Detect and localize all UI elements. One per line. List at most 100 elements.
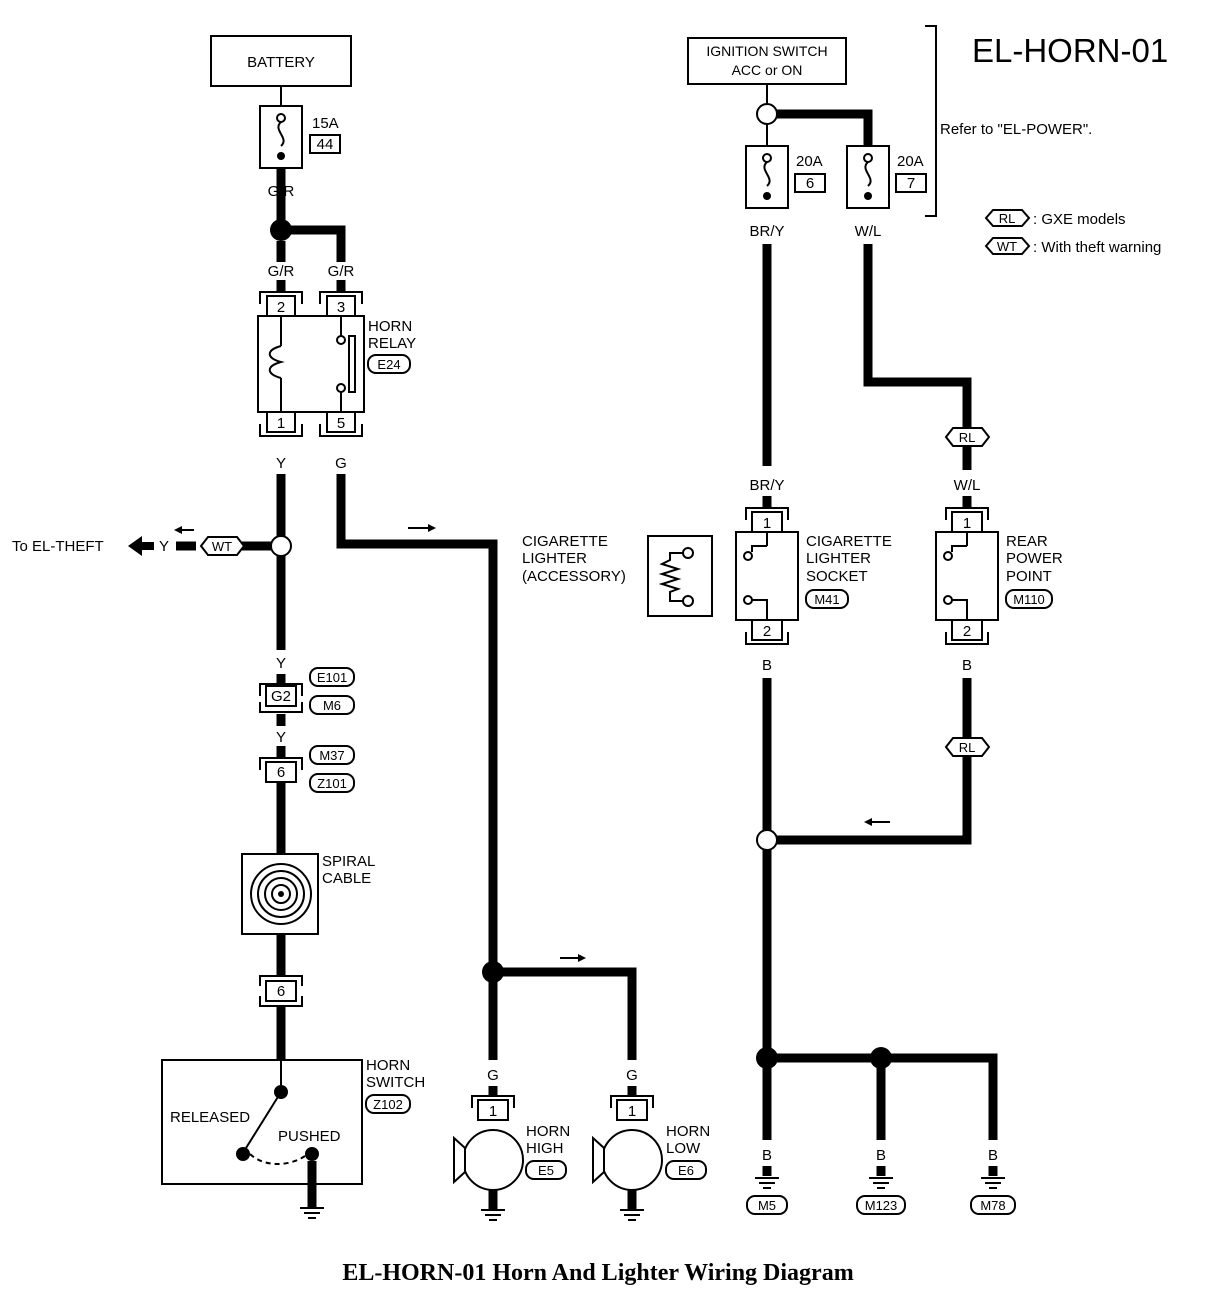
- wire-g-high: G: [487, 1067, 499, 1084]
- rear-label-2: POWER: [1006, 550, 1063, 567]
- rl-tag-1: RL: [959, 430, 976, 445]
- horn-high: [453, 1095, 524, 1221]
- pushed-label: PUSHED: [278, 1128, 341, 1145]
- wire-y-2: Y: [276, 655, 286, 672]
- cig-acc-label-2: LIGHTER: [522, 550, 587, 567]
- wt-tag: WT: [212, 539, 232, 554]
- spiral-cable: [241, 853, 319, 935]
- connector-e5: E5: [538, 1163, 554, 1178]
- wire-bry-2: BR/Y: [749, 477, 784, 494]
- relay-pin-5: 5: [337, 415, 345, 432]
- horn-high-pin: 1: [489, 1103, 497, 1120]
- wire-g-1: G: [335, 455, 347, 472]
- wire-g-low: G: [626, 1067, 638, 1084]
- power-bracket: [925, 25, 937, 217]
- wire-bry-1: BR/Y: [749, 223, 784, 240]
- cig-acc-label-1: CIGARETTE: [522, 533, 608, 550]
- spiral-cable-label-1: SPIRAL: [322, 853, 375, 870]
- fuse-44-amp: 15A: [312, 115, 339, 132]
- pin-6-a: 6: [277, 764, 285, 781]
- fuse-44-num: 44: [317, 136, 334, 153]
- fuse-6: [745, 145, 789, 209]
- rear-power-point: [935, 507, 999, 645]
- ground-m78: M78: [980, 1198, 1005, 1213]
- fuse-7: [846, 145, 890, 209]
- wire-y-3: Y: [276, 729, 286, 746]
- diagram-title: EL-HORN-01: [972, 32, 1168, 69]
- cig-socket-label-3: SOCKET: [806, 568, 868, 585]
- connector-z102: Z102: [373, 1097, 403, 1112]
- horn-relay: [257, 291, 365, 437]
- battery-box: [210, 35, 352, 87]
- wire-b-2: B: [962, 657, 972, 674]
- wire-b-m123: B: [876, 1147, 886, 1164]
- wire-y-1: Y: [276, 455, 286, 472]
- connector-e101: E101: [317, 670, 347, 685]
- ground-m123: M123: [865, 1198, 898, 1213]
- horn-relay-label-2: RELAY: [368, 335, 416, 352]
- connector-m6: M6: [323, 698, 341, 713]
- ignition-label-1: IGNITION SWITCH: [706, 43, 827, 59]
- rl-tag-2: RL: [959, 740, 976, 755]
- wire-b-m5: B: [762, 1147, 772, 1164]
- wire-b-m78: B: [988, 1147, 998, 1164]
- svg-text:: With theft warning: : With theft warning: [1033, 239, 1161, 256]
- horn-low: [592, 1095, 663, 1221]
- fuse-6-num: 6: [806, 175, 814, 192]
- horn-relay-label-1: HORN: [368, 318, 412, 335]
- diagram-caption: EL-HORN-01 Horn And Lighter Wiring Diagr…: [342, 1260, 853, 1286]
- relay-pin-3: 3: [337, 299, 345, 316]
- wire-wl-1: W/L: [855, 223, 882, 240]
- cig-socket-label-1: CIGARETTE: [806, 533, 892, 550]
- connector-m110: M110: [1013, 592, 1045, 607]
- horn-low-label-1: HORN: [666, 1123, 710, 1140]
- svg-text:: GXE models: : GXE models: [1033, 211, 1126, 228]
- connector-m37: M37: [319, 748, 344, 763]
- socket-pin-2: 2: [763, 623, 771, 640]
- refer-note: Refer to "EL-POWER".: [940, 121, 1092, 138]
- fuse-7-amp: 20A: [897, 153, 924, 170]
- cig-acc-label-3: (ACCESSORY): [522, 568, 626, 585]
- horn-high-label-2: HIGH: [526, 1140, 564, 1157]
- g2-label: G2: [271, 688, 291, 705]
- rear-label-3: POINT: [1006, 568, 1052, 585]
- socket-pin-1: 1: [763, 515, 771, 532]
- relay-pin-1: 1: [277, 415, 285, 432]
- rear-label-1: REAR: [1006, 533, 1048, 550]
- pin-6-b: 6: [277, 983, 285, 1000]
- released-label: RELEASED: [170, 1109, 250, 1126]
- cigarette-lighter-accessory: [647, 535, 713, 617]
- horn-switch-label-1: HORN: [366, 1057, 410, 1074]
- connector-z101: Z101: [317, 776, 347, 791]
- wire-wl-2: W/L: [954, 477, 981, 494]
- fuse-6-amp: 20A: [796, 153, 823, 170]
- to-el-theft: To EL-THEFT: [12, 538, 104, 555]
- cig-socket-label-2: LIGHTER: [806, 550, 871, 567]
- fuse-44: [259, 105, 303, 169]
- horn-switch-label-2: SWITCH: [366, 1074, 425, 1091]
- horn-high-label-1: HORN: [526, 1123, 570, 1140]
- svg-text:RL: RL: [999, 211, 1016, 226]
- rear-pin-2: 2: [963, 623, 971, 640]
- legend: RL : GXE models WT : With theft warning: [984, 209, 1161, 256]
- connector-m41: M41: [814, 592, 839, 607]
- connector-e24: E24: [377, 357, 400, 372]
- horn-low-pin: 1: [628, 1103, 636, 1120]
- svg-text:WT: WT: [997, 239, 1017, 254]
- relay-pin-2: 2: [277, 299, 285, 316]
- battery-label: BATTERY: [247, 54, 315, 71]
- fuse-7-num: 7: [907, 175, 915, 192]
- connector-e6: E6: [678, 1163, 694, 1178]
- cigarette-lighter-socket: [735, 507, 799, 645]
- wire-gr-1: G/R: [268, 183, 295, 200]
- ground-m5: M5: [758, 1198, 776, 1213]
- rear-pin-1: 1: [963, 515, 971, 532]
- horn-low-label-2: LOW: [666, 1140, 701, 1157]
- spiral-cable-label-2: CABLE: [322, 870, 371, 887]
- wire-gr-3: G/R: [328, 263, 355, 280]
- horn-switch: [161, 1059, 363, 1219]
- connector-g2: [259, 683, 303, 713]
- wire-gr-2: G/R: [268, 263, 295, 280]
- wire-y-theft: Y: [159, 538, 169, 555]
